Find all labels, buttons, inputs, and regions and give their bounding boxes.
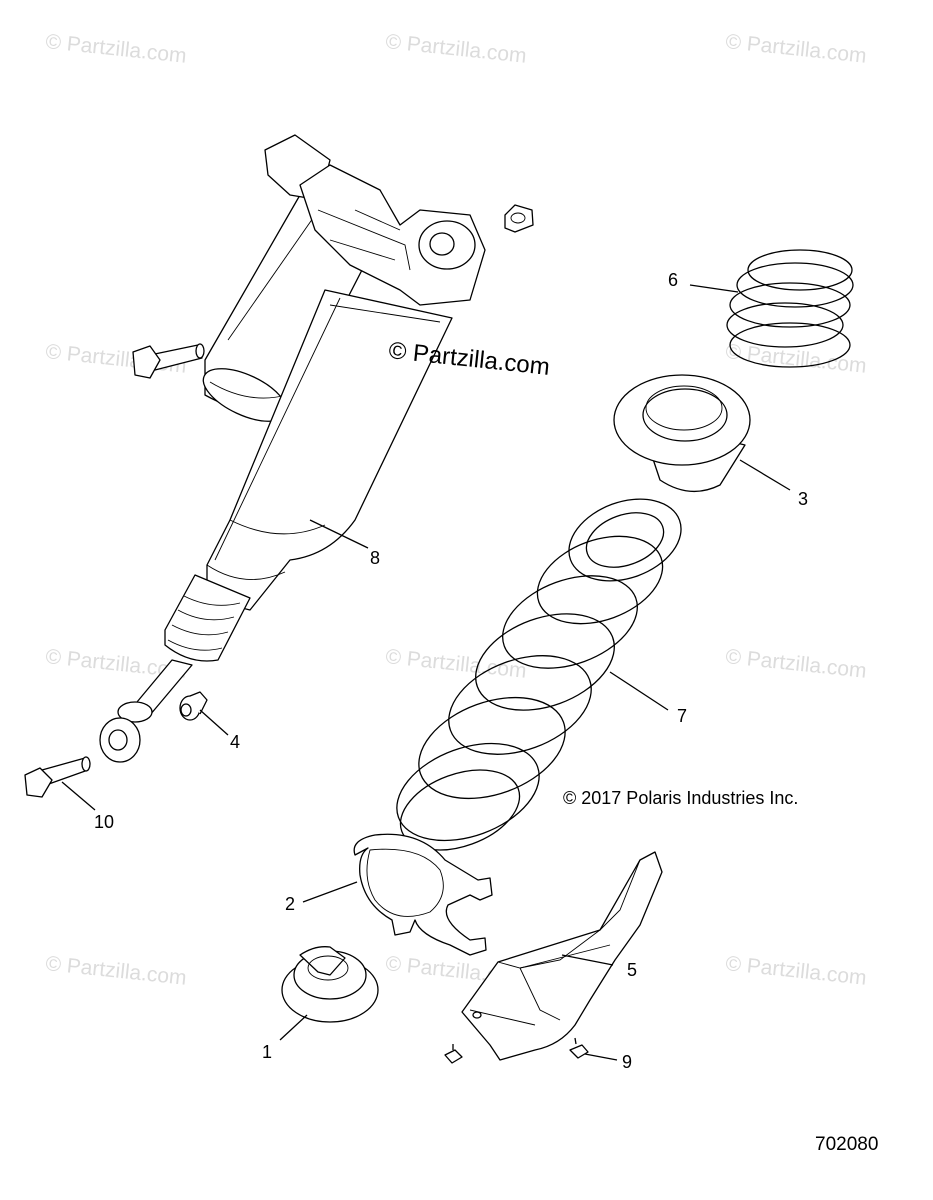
shock-head [264,134,486,306]
lower-eyelet [99,701,153,763]
watermark-text: © Partzilla.com [724,340,867,378]
shock-absorber [99,134,486,763]
callout-1: 1 [262,1042,272,1062]
bump-stop [164,574,251,662]
guard-screw [444,1037,589,1064]
callout-5: 5 [627,960,637,980]
callouts: 1 2 3 4 5 6 7 8 9 10 [94,270,808,1072]
tender-spring [726,249,854,368]
watermark-text: © Partzilla.com [44,30,187,68]
main-spring [396,498,682,851]
watermarks: © Partzilla.com © Partzilla.com © Partzi… [44,30,867,990]
shock-guard [461,851,663,1061]
leader-lines [61,284,791,1061]
retainer-bracket [353,833,493,956]
copyright-text: © 2017 Polaris Industries Inc. [563,788,798,808]
spring-seat-lower [281,946,379,1023]
watermark-text: © Partzilla.com [724,645,867,683]
callout-2: 2 [285,894,295,914]
reservoir-bolt [132,343,205,379]
watermark-text: © Partzilla.com [724,952,867,990]
mounting-bolt [24,756,91,798]
callout-9: 9 [622,1052,632,1072]
callout-6: 6 [668,270,678,290]
watermark-text: © Partzilla.com [384,30,527,68]
callout-3: 3 [798,489,808,509]
figure-number: 702080 [815,1134,878,1155]
watermark-text: © Partzilla.com [44,952,187,990]
callout-4: 4 [230,732,240,752]
callout-10: 10 [94,812,114,832]
bushing-washer [179,691,208,721]
spring-seat-upper [613,374,751,493]
callout-8: 8 [370,548,380,568]
callout-7: 7 [677,706,687,726]
top-nut [504,204,534,233]
watermark-text: © Partzilla.com [724,30,867,68]
